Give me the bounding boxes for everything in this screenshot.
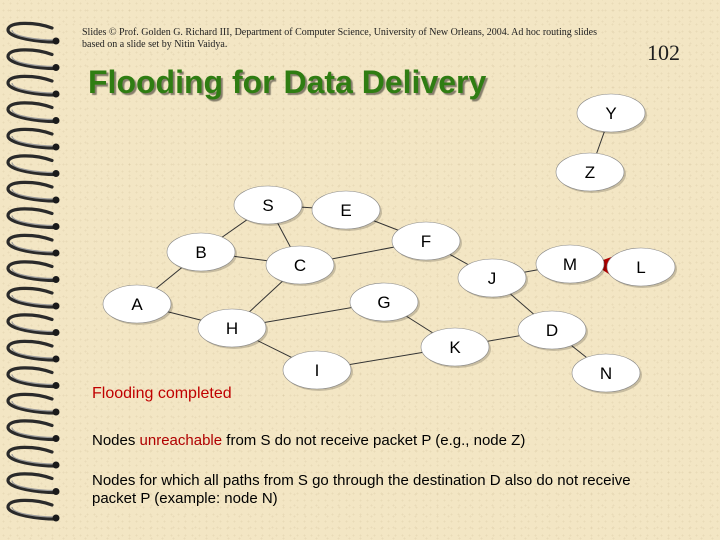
node-label: K — [449, 338, 461, 357]
binding-ring — [6, 392, 60, 416]
binding-ring — [6, 339, 60, 363]
binding-ring — [6, 419, 60, 442]
node-e: E — [311, 190, 382, 231]
binding-ring — [6, 498, 60, 522]
binding-ring — [6, 207, 60, 230]
slide-number: 102 — [647, 40, 680, 65]
binding-ring — [6, 233, 60, 257]
binding-ring — [6, 48, 60, 71]
node-label: Y — [605, 104, 616, 123]
node-label: G — [377, 293, 390, 312]
node-label: S — [262, 196, 273, 215]
node-ellipse — [282, 350, 352, 390]
node-ellipse — [197, 308, 267, 348]
binding-ring — [6, 366, 60, 389]
binding-ring — [6, 21, 60, 45]
node-ellipse — [102, 284, 172, 324]
node-ellipse — [555, 152, 625, 192]
node-d: D — [517, 310, 588, 351]
node-label: N — [600, 364, 612, 383]
node-label: L — [636, 258, 645, 277]
slide-title: Flooding for Data Delivery — [88, 64, 487, 100]
node-c: C — [265, 245, 336, 286]
binding-ring — [6, 74, 60, 98]
note-unreachable: Nodes unreachable from S do not receive … — [92, 432, 692, 450]
slide-credit: Slides © Prof. Golden G. Richard III, De… — [82, 27, 597, 50]
note-through-destination: Nodes for which all paths from S go thro… — [92, 472, 631, 507]
node-ellipse — [571, 353, 641, 393]
node-ellipse — [535, 244, 605, 284]
binding-ring — [6, 260, 60, 283]
node-z: Z — [555, 152, 626, 193]
node-ellipse — [349, 282, 419, 322]
node-label: Z — [585, 163, 595, 182]
note-unreachable-suffix: from S do not receive packet P (e.g., no… — [222, 432, 526, 449]
node-f: F — [391, 221, 462, 262]
node-j: J — [457, 258, 528, 299]
binding-ring — [6, 286, 60, 310]
node-label: M — [563, 255, 577, 274]
node-ellipse — [457, 258, 527, 298]
node-n: N — [571, 353, 642, 394]
node-ellipse — [166, 232, 236, 272]
node-m: M — [535, 244, 606, 285]
node-label: I — [315, 361, 320, 380]
node-ellipse — [233, 185, 303, 225]
binding-ring — [6, 180, 60, 204]
node-a: A — [102, 284, 173, 325]
node-b: B — [166, 232, 237, 273]
binding-ring — [6, 127, 60, 151]
node-ellipse — [265, 245, 335, 285]
node-ellipse — [391, 221, 461, 261]
node-label: H — [226, 319, 238, 338]
flooding-status: Flooding completed — [92, 385, 232, 402]
node-l: L — [606, 247, 677, 288]
node-ellipse — [576, 93, 646, 133]
note-unreachable-prefix: Nodes — [92, 432, 140, 449]
node-i: I — [282, 350, 353, 391]
binding-ring — [6, 313, 60, 336]
graph-nodes: S E F B C M L J A G H D K I N Y Z — [102, 93, 677, 394]
node-ellipse — [606, 247, 676, 287]
node-h: H — [197, 308, 268, 349]
spiral-binding — [6, 21, 60, 522]
node-k: K — [420, 327, 491, 368]
node-ellipse — [311, 190, 381, 230]
node-g: G — [349, 282, 420, 323]
node-ellipse — [420, 327, 490, 367]
binding-ring — [6, 154, 60, 177]
node-label: F — [421, 232, 431, 251]
node-label: D — [546, 321, 558, 340]
binding-ring — [6, 101, 60, 124]
node-label: B — [195, 243, 206, 262]
node-ellipse — [517, 310, 587, 350]
node-s: S — [233, 185, 304, 226]
binding-ring — [6, 472, 60, 495]
note-unreachable-highlight: unreachable — [139, 432, 223, 449]
node-label: J — [488, 269, 497, 288]
node-label: E — [340, 201, 351, 220]
binding-ring — [6, 445, 60, 469]
node-label: A — [131, 295, 143, 314]
node-y: Y — [576, 93, 647, 134]
node-label: C — [294, 256, 306, 275]
